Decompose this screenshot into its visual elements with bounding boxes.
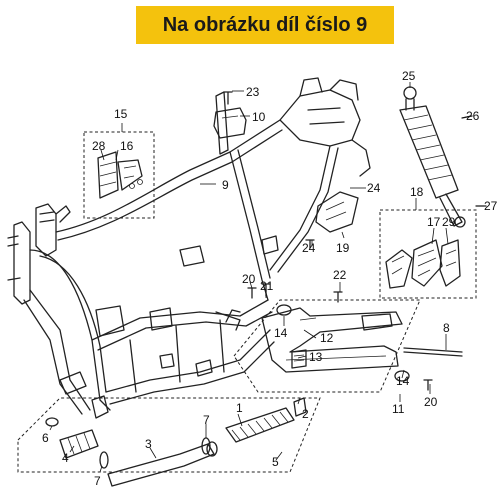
callout-27: 27 bbox=[484, 199, 498, 213]
callout-2: 2 bbox=[302, 407, 309, 421]
callout-21: 21 bbox=[260, 279, 274, 293]
callout-24b: 24 bbox=[302, 241, 316, 255]
callout-labels: 1 2 3 4 5 6 7 7 8 9 10 11 12 13 14 14 15… bbox=[42, 69, 498, 488]
exhaust-pipe-parts bbox=[45, 397, 307, 487]
callout-20b: 20 bbox=[424, 395, 438, 409]
bracket-10 bbox=[213, 91, 247, 139]
part-16-28-brackets bbox=[97, 151, 143, 199]
callout-25: 25 bbox=[402, 69, 416, 83]
leader-lines bbox=[49, 82, 484, 473]
bracket-19 bbox=[305, 191, 359, 249]
callout-24a: 24 bbox=[367, 181, 381, 195]
group-box-15 bbox=[83, 131, 155, 219]
callout-23: 23 bbox=[246, 85, 260, 99]
callout-8: 8 bbox=[443, 321, 450, 335]
callout-22: 22 bbox=[333, 268, 347, 282]
callout-1: 1 bbox=[236, 401, 243, 415]
callout-16: 16 bbox=[120, 139, 134, 153]
callout-7a: 7 bbox=[203, 413, 210, 427]
callout-19: 19 bbox=[336, 241, 350, 255]
callout-13: 13 bbox=[309, 350, 323, 364]
callout-3: 3 bbox=[145, 437, 152, 451]
callout-17: 17 bbox=[427, 215, 441, 229]
callout-14b: 14 bbox=[396, 374, 410, 388]
group-box-18 bbox=[379, 209, 477, 299]
callout-6: 6 bbox=[42, 431, 49, 445]
callout-20a: 20 bbox=[242, 272, 256, 286]
callout-15: 15 bbox=[114, 107, 128, 121]
callout-11: 11 bbox=[392, 402, 405, 416]
callout-14a: 14 bbox=[274, 326, 288, 340]
callout-18: 18 bbox=[410, 185, 424, 199]
callout-28: 28 bbox=[92, 139, 106, 153]
group-box-11 bbox=[233, 299, 421, 393]
callout-29: 29 bbox=[442, 215, 456, 229]
callout-5: 5 bbox=[272, 455, 279, 469]
group-box-5 bbox=[17, 397, 321, 473]
part-17-29-brackets bbox=[385, 239, 461, 289]
callout-26: 26 bbox=[466, 109, 480, 123]
callout-10: 10 bbox=[252, 110, 266, 124]
callout-12: 12 bbox=[320, 331, 334, 345]
frame-assembly bbox=[7, 77, 371, 419]
rear-shock-absorber bbox=[399, 86, 487, 228]
title-banner: Na obrázku díl číslo 9 bbox=[136, 6, 394, 44]
callout-4: 4 bbox=[62, 451, 69, 465]
callout-9: 9 bbox=[222, 178, 229, 192]
callout-7b: 7 bbox=[94, 474, 101, 488]
